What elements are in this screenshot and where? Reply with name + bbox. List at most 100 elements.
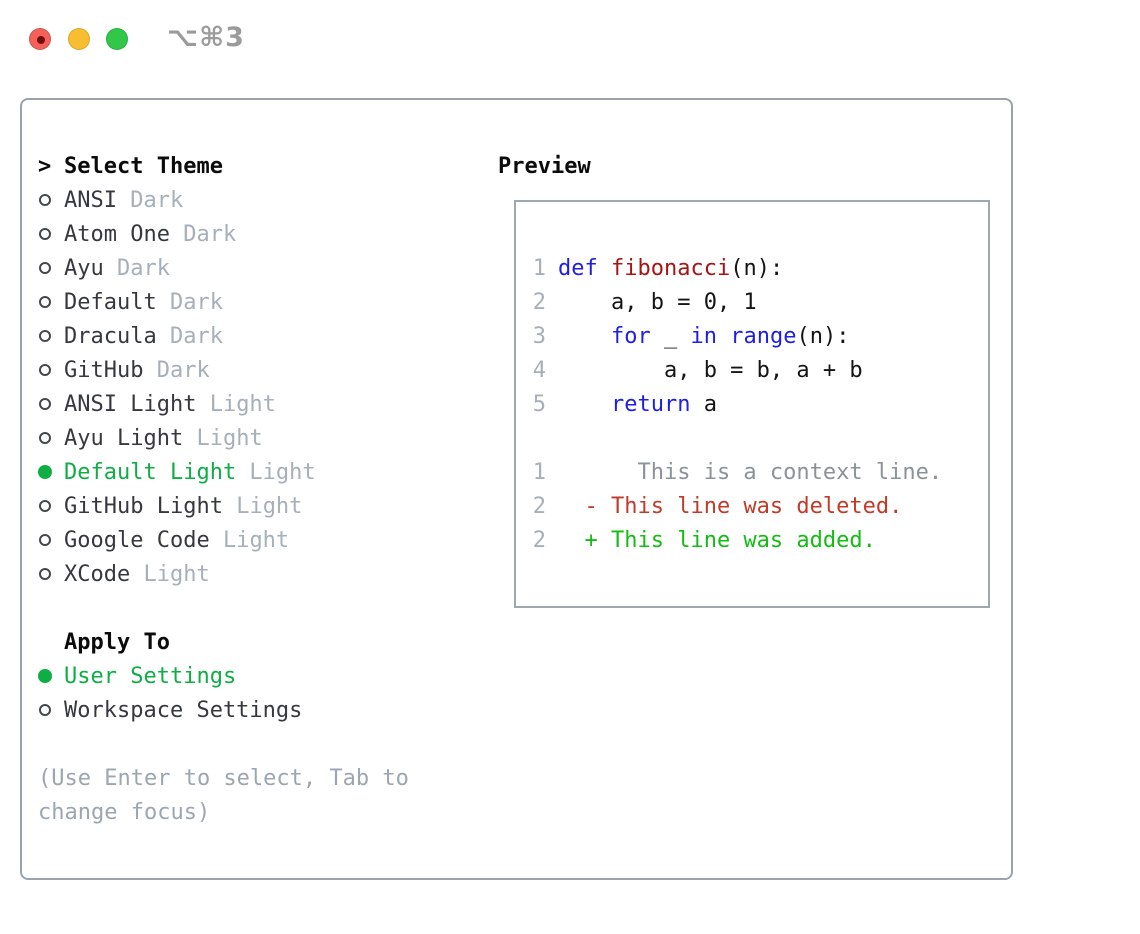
theme-variant: Dark xyxy=(156,289,223,315)
theme-option[interactable]: Dracula Dark xyxy=(38,319,494,353)
help-line: change focus) xyxy=(38,799,211,825)
radio-unselected-icon xyxy=(39,432,51,444)
radio-unselected-icon xyxy=(39,330,51,342)
code-token: _ xyxy=(650,323,691,349)
code-token: a, b = b, a + b xyxy=(558,357,863,383)
radio-icon xyxy=(38,465,64,479)
help-line: (Use Enter to select, Tab to xyxy=(38,765,409,791)
code-token xyxy=(717,324,730,349)
radio-unselected-icon xyxy=(39,296,51,308)
radio-unselected-icon xyxy=(39,704,51,716)
diff-text: This is a context line. xyxy=(558,459,943,485)
radio-selected-icon xyxy=(38,669,52,683)
code-text: def fibonacci(n): xyxy=(558,256,783,281)
preview-title: Preview xyxy=(498,153,591,179)
minimize-button[interactable] xyxy=(68,28,90,50)
code-text: for _ in range(n): xyxy=(558,324,849,349)
code-token: range xyxy=(730,323,797,349)
theme-option[interactable]: GitHub Light Light xyxy=(38,489,494,523)
radio-icon xyxy=(38,364,64,376)
theme-option[interactable]: GitHub Dark xyxy=(38,353,494,387)
theme-variant: Dark xyxy=(103,255,170,281)
radio-icon xyxy=(38,262,64,274)
theme-name: GitHub xyxy=(64,357,144,383)
theme-option[interactable]: Google Code Light xyxy=(38,523,494,557)
theme-name: ANSI xyxy=(64,187,117,213)
diff-line-context: 1 This is a context line. xyxy=(532,455,972,489)
theme-name: Dracula xyxy=(64,323,157,349)
record-dot-icon xyxy=(37,36,45,44)
diff-line-deleted: 2 - This line was deleted. xyxy=(532,489,972,523)
theme-option[interactable]: Ayu Light Light xyxy=(38,421,494,455)
maximize-button[interactable] xyxy=(106,28,128,50)
apply-option-label: User Settings xyxy=(64,663,237,689)
theme-variant: Light xyxy=(130,561,210,587)
focus-arrow-icon: > xyxy=(38,153,52,179)
line-number: 5 xyxy=(532,391,546,417)
titlebar: ⌥⌘3 xyxy=(0,0,1140,98)
radio-unselected-icon xyxy=(39,500,51,512)
code-token xyxy=(558,324,611,349)
apply-to-title: Apply To xyxy=(64,629,170,655)
code-text: a, b = b, a + b xyxy=(558,358,863,383)
radio-icon xyxy=(38,669,64,683)
theme-option[interactable]: XCode Light xyxy=(38,557,494,591)
theme-option[interactable]: Default Dark xyxy=(38,285,494,319)
radio-unselected-icon xyxy=(39,568,51,580)
theme-variant: Dark xyxy=(169,221,237,247)
theme-variant: Dark xyxy=(156,323,223,349)
close-button[interactable] xyxy=(29,28,51,50)
theme-variant: Light xyxy=(183,425,263,451)
theme-name: Default xyxy=(64,289,157,315)
theme-option[interactable]: ANSI Light Light xyxy=(38,387,494,421)
radio-icon xyxy=(38,568,64,580)
theme-option[interactable]: ANSI Dark xyxy=(38,183,494,217)
apply-option[interactable]: Workspace Settings xyxy=(38,693,494,727)
code-token: a xyxy=(690,391,717,417)
radio-unselected-icon xyxy=(39,534,51,546)
theme-name: Atom One xyxy=(64,221,170,247)
radio-unselected-icon xyxy=(39,364,51,376)
code-token: fibonacci xyxy=(611,255,731,281)
theme-variant: Dark xyxy=(143,357,210,383)
radio-icon xyxy=(38,432,64,444)
radio-icon xyxy=(38,228,64,240)
diff-text: + This line was added. xyxy=(558,527,876,553)
line-number: 1 xyxy=(532,255,546,281)
select-theme-title: Select Theme xyxy=(64,153,223,179)
radio-icon xyxy=(38,704,64,716)
theme-name: Ayu Light xyxy=(64,425,184,451)
code-line: 1 def fibonacci(n): xyxy=(532,251,972,285)
theme-option[interactable]: Ayu Dark xyxy=(38,251,494,285)
apply-option[interactable]: User Settings xyxy=(38,659,494,693)
theme-name: Default Light xyxy=(64,459,237,485)
diff-preview: 1 This is a context line.2 - This line w… xyxy=(532,455,972,557)
code-line: 5 return a xyxy=(532,387,972,421)
line-number: 1 xyxy=(532,459,546,485)
code-token: for xyxy=(610,323,651,349)
code-token: def xyxy=(558,255,598,281)
theme-option[interactable]: Atom One Dark xyxy=(38,217,494,251)
theme-variant: Light xyxy=(209,527,290,553)
line-number: 2 xyxy=(532,527,546,553)
help-text: (Use Enter to select, Tab to change focus… xyxy=(38,761,494,829)
theme-option[interactable]: Default Light Light xyxy=(38,455,494,489)
radio-icon xyxy=(38,296,64,308)
code-token: return xyxy=(610,391,691,417)
code-token: (n): xyxy=(730,255,784,281)
apply-to-header: Apply To xyxy=(38,625,494,659)
radio-unselected-icon xyxy=(39,194,51,206)
select-theme-header: > Select Theme xyxy=(38,149,494,183)
radio-icon xyxy=(38,194,64,206)
theme-name: GitHub Light xyxy=(64,493,223,519)
radio-icon xyxy=(38,500,64,512)
line-number: 2 xyxy=(532,289,546,315)
line-number: 4 xyxy=(532,357,546,383)
diff-text: - This line was deleted. xyxy=(558,493,903,519)
apply-option-label: Workspace Settings xyxy=(64,697,303,723)
